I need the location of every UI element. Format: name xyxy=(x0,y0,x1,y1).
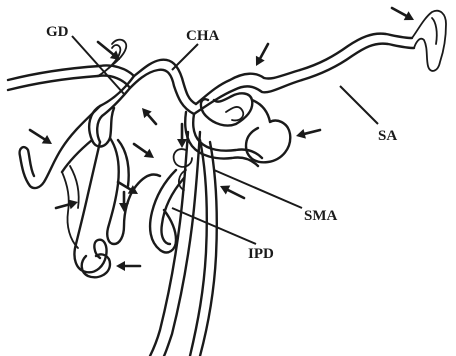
pointer-arrow xyxy=(296,129,320,139)
label-gd: GD xyxy=(46,24,69,40)
common-hepatic-artery xyxy=(194,70,302,114)
arrows-group xyxy=(30,8,414,271)
pointer-arrow xyxy=(30,130,52,144)
cha-leader xyxy=(172,44,198,70)
left-gastroepiploic xyxy=(20,106,100,188)
arrow-head-icon xyxy=(119,203,129,212)
ipd-lower-loop xyxy=(74,142,106,272)
label-cha: CHA xyxy=(186,28,220,44)
arrow-shaft xyxy=(98,42,113,54)
arrow-shaft xyxy=(260,44,268,58)
arrow-shaft xyxy=(228,190,244,198)
arrow-head-icon xyxy=(116,261,125,271)
sma-right-branch xyxy=(190,140,217,356)
splenic-bulb xyxy=(246,100,290,162)
arrow-head-icon xyxy=(296,129,306,139)
label-sa: SA xyxy=(378,128,397,144)
sa-leader xyxy=(340,86,378,124)
arrow-shaft xyxy=(148,115,156,124)
pointer-arrow xyxy=(134,144,154,158)
pointer-arrow xyxy=(142,108,156,124)
ipd-leader xyxy=(172,208,256,244)
pancreatic-inner xyxy=(226,107,243,120)
arrow-shaft xyxy=(305,130,320,134)
arrow-shaft xyxy=(134,144,147,153)
label-ipd: IPD xyxy=(248,246,274,262)
arrow-shaft xyxy=(392,8,406,16)
label-sma: SMA xyxy=(304,208,338,224)
left-hepatic-branch xyxy=(8,66,100,90)
pointer-arrow xyxy=(56,200,78,210)
vessel-network xyxy=(8,11,446,356)
arrow-head-icon xyxy=(68,200,78,210)
pointer-arrow xyxy=(392,8,414,20)
pancreatic-loop xyxy=(201,93,252,125)
pointer-arrow xyxy=(256,44,268,66)
pointer-arrow xyxy=(116,261,140,271)
arrow-shaft xyxy=(56,204,69,208)
arrow-head-icon xyxy=(177,139,187,148)
pointer-arrow xyxy=(220,186,244,198)
arrow-shaft xyxy=(30,130,44,139)
splenic-terminal xyxy=(412,11,446,71)
splenic-artery xyxy=(300,34,414,80)
